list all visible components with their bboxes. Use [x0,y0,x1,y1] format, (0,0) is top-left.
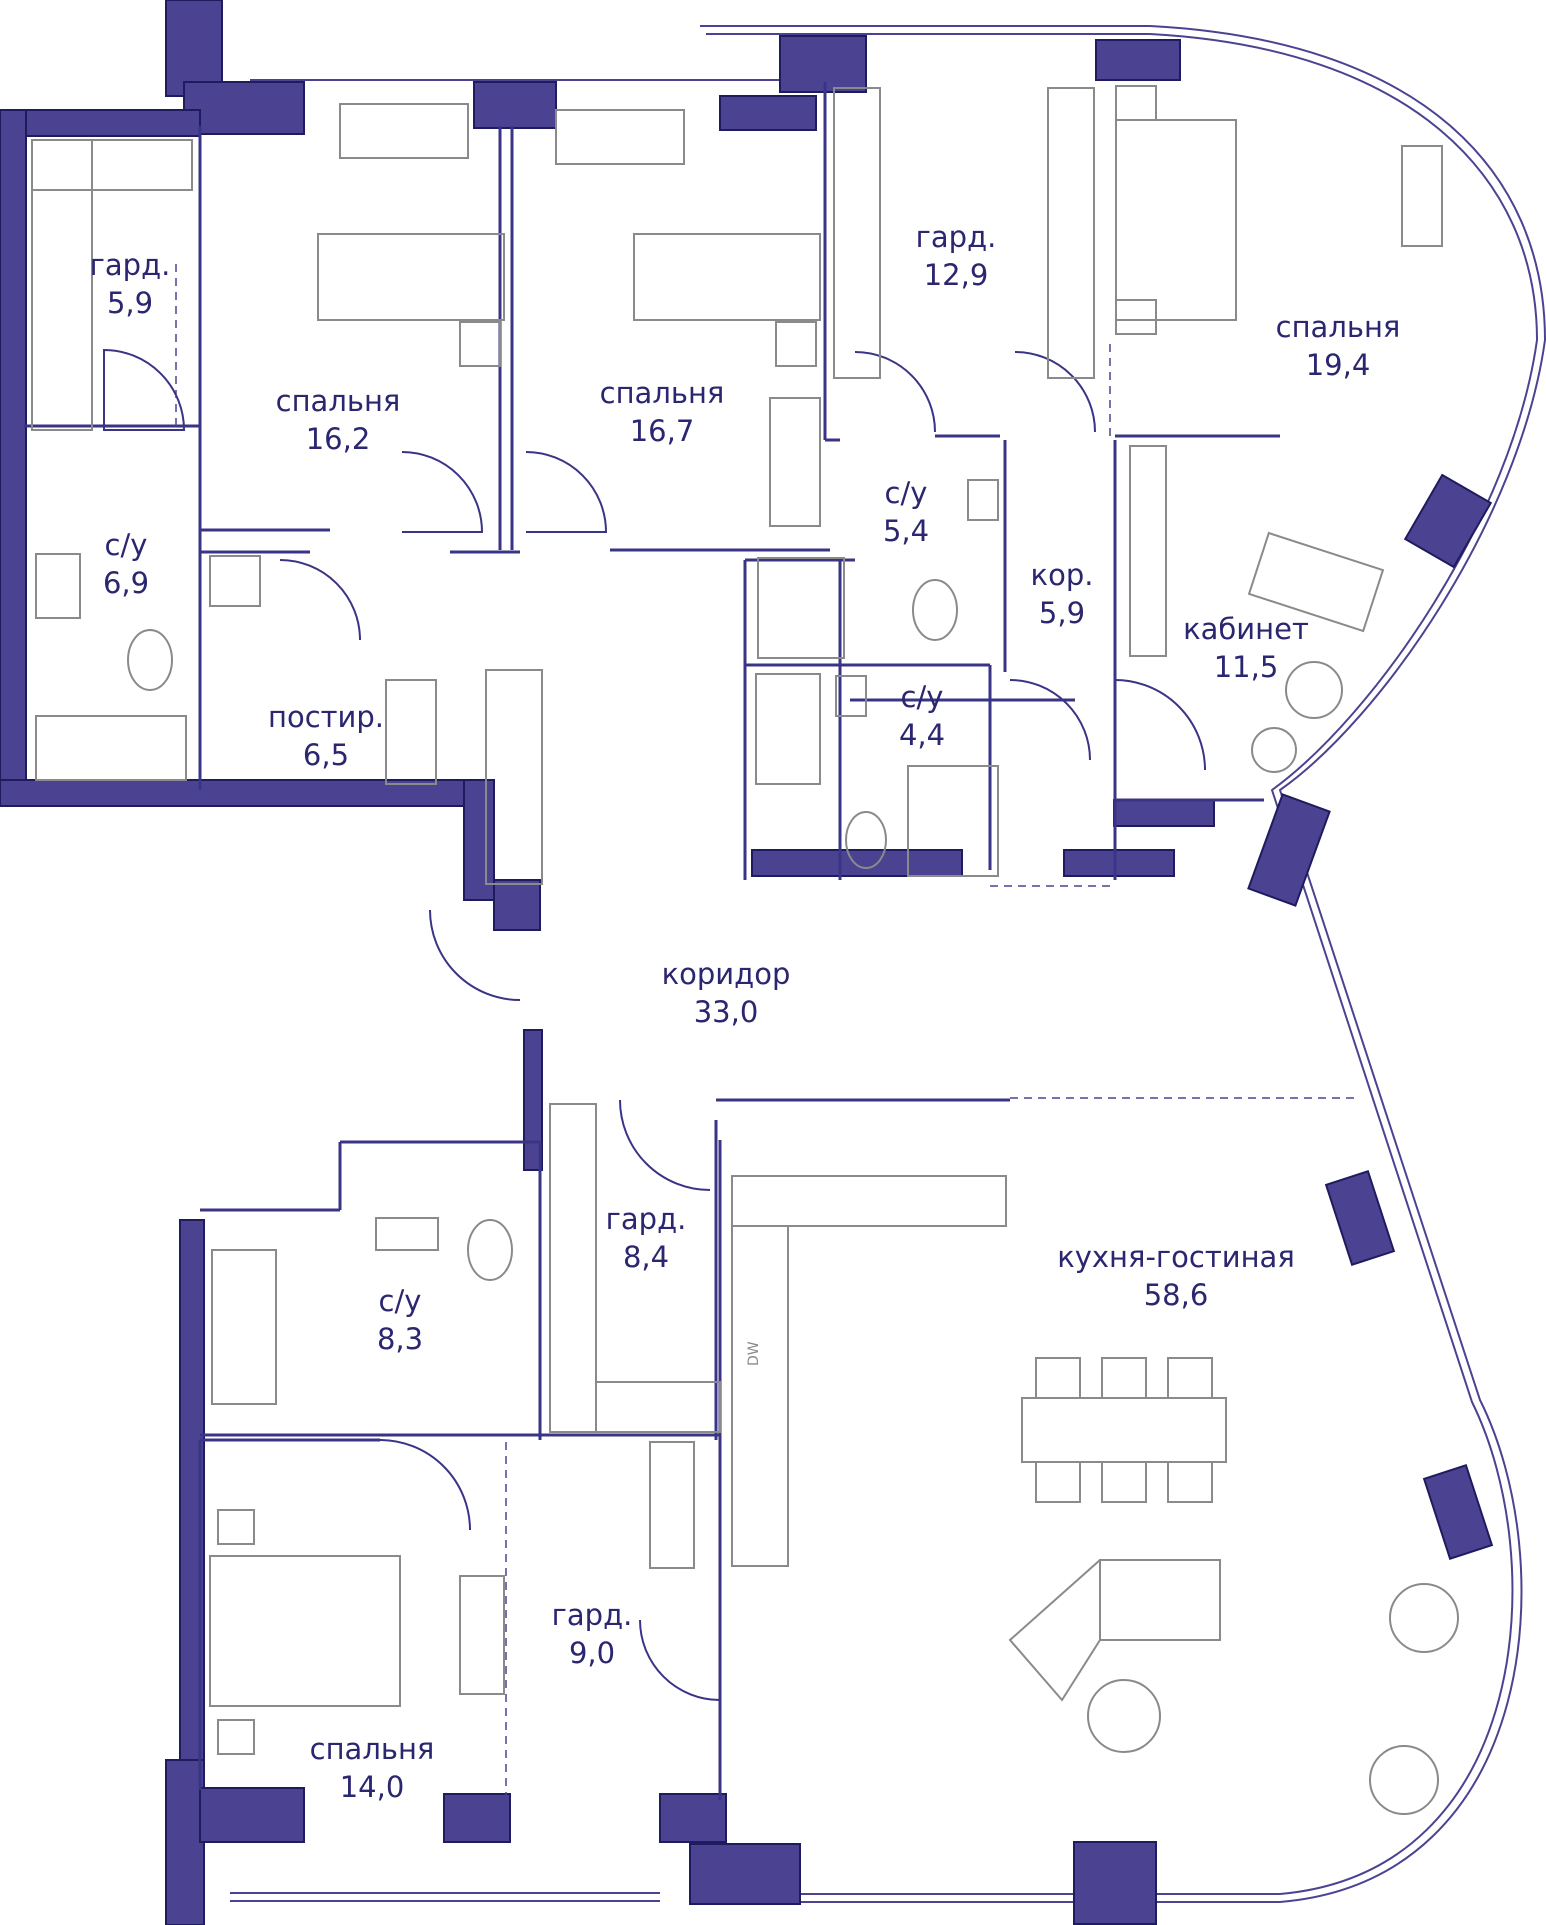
partitions [24,82,1280,1800]
room-area: 5,4 [882,514,930,548]
room-bathroom-1: с/у 6,9 [103,526,149,602]
room-bathroom-2: с/у 5,4 [883,474,929,550]
room-laundry: постир. 6,5 [268,698,384,774]
room-wardrobe-4: гард. 9,0 [552,1596,633,1672]
room-corridor: коридор 33,0 [662,955,791,1031]
room-wardrobe-2: гард. 12,9 [916,218,997,294]
room-name: кухня-гостиная [1057,1240,1295,1274]
room-name: кор. [1030,558,1094,592]
room-area: 33,0 [693,995,759,1029]
room-area: 16,7 [629,414,695,448]
room-area: 8,4 [622,1240,670,1274]
room-area: 9,0 [568,1636,616,1670]
room-name: гард. [89,248,171,282]
door-swings [103,348,1206,1701]
room-name: с/у [900,680,944,714]
room-bedroom-4: спальня 14,0 [310,1730,435,1806]
room-name: с/у [378,1284,422,1318]
room-area: 5,9 [106,286,154,320]
room-name: гард. [605,1202,687,1236]
room-bedroom-2: спальня 16,7 [600,374,725,450]
room-name: коридор [661,957,791,991]
room-kitchen-living: кухня-гостиная 58,6 [1057,1238,1295,1314]
room-corridor-small: кор. 5,9 [1031,556,1094,632]
room-area: 19,4 [1305,348,1371,382]
room-area: 6,5 [302,738,350,772]
room-area: 11,5 [1213,650,1279,684]
room-name: спальня [599,376,725,410]
room-name: с/у [104,528,148,562]
room-area: 6,9 [102,566,150,600]
zone-boundaries [175,264,1360,1796]
room-area: 14,0 [339,1770,405,1804]
room-name: с/у [884,476,928,510]
room-name: постир. [267,700,385,734]
furniture [31,85,1459,1815]
room-name: спальня [1275,310,1401,344]
room-name: гард. [551,1598,633,1632]
room-bathroom-4: с/у 8,3 [377,1282,423,1358]
room-study: кабинет 11,5 [1183,610,1309,686]
room-name: спальня [275,384,401,418]
room-wardrobe-1: гард. 5,9 [90,246,171,322]
room-bedroom-1: спальня 16,2 [276,382,401,458]
dishwasher-label: DW [746,1341,762,1366]
glazing [230,25,1546,1903]
room-area: 8,3 [376,1322,424,1356]
room-area: 58,6 [1143,1278,1209,1312]
structural-walls [0,0,1494,1925]
room-name: гард. [915,220,997,254]
room-name: спальня [309,1732,435,1766]
room-area: 5,9 [1038,596,1086,630]
room-area: 4,4 [898,718,946,752]
room-area: 12,9 [923,258,989,292]
room-bedroom-3: спальня 19,4 [1276,308,1401,384]
room-name: кабинет [1183,612,1309,646]
room-area: 16,2 [305,422,371,456]
room-bathroom-3: с/у 4,4 [899,678,945,754]
room-wardrobe-3: гард. 8,4 [606,1200,687,1276]
